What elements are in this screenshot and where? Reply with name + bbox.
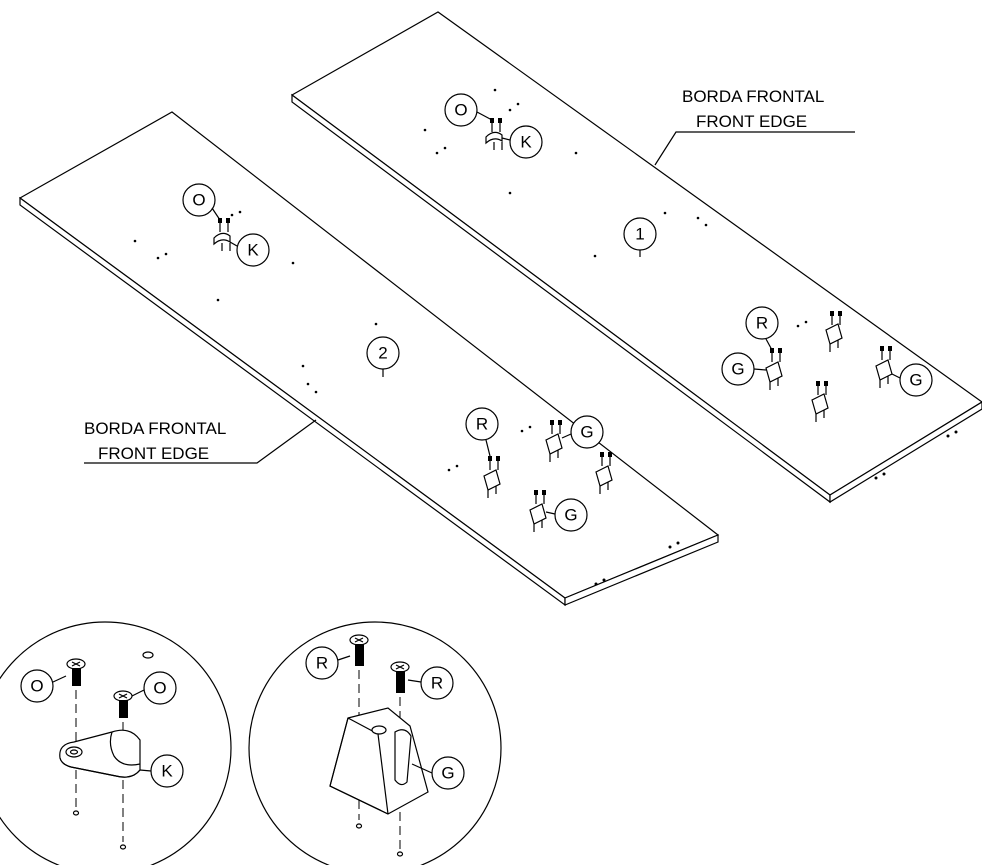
svg-text:K: K — [247, 241, 259, 260]
svg-text:R: R — [756, 314, 768, 333]
svg-text:R: R — [476, 415, 488, 434]
svg-text:R: R — [316, 654, 328, 673]
panel-1 — [290, 11, 982, 504]
svg-text:G: G — [580, 423, 593, 442]
callout-panel-2-o: O — [182, 183, 221, 221]
svg-text:FRONT EDGE: FRONT EDGE — [696, 112, 807, 131]
svg-text:K: K — [520, 133, 532, 152]
callout-panel-2-g-upper: G — [561, 415, 604, 449]
svg-text:G: G — [731, 360, 744, 379]
callout-panel-1-r: R — [745, 306, 779, 351]
svg-text:O: O — [192, 191, 205, 210]
panel-2-holes — [133, 210, 532, 472]
callout-panel-1-g-right: G — [891, 363, 933, 397]
panel-2-g-block-b — [483, 456, 501, 498]
svg-text:BORDA FRONTAL: BORDA FRONTAL — [84, 419, 226, 438]
detail-k-bracket: O O K — [0, 621, 232, 865]
panel-2-number: 2 — [378, 344, 387, 363]
callout-panel-1-k: K — [501, 125, 543, 159]
detail-screw-o-1 — [66, 658, 86, 748]
svg-text:BORDA FRONTAL: BORDA FRONTAL — [682, 87, 824, 106]
callout-panel-2-r: R — [465, 407, 499, 457]
svg-text:G: G — [909, 371, 922, 390]
svg-text:G: G — [564, 506, 577, 525]
svg-text:R: R — [431, 674, 443, 693]
callout-panel-1-o: O — [444, 93, 493, 127]
detail-g-block: R R G — [248, 621, 502, 865]
front-edge-label-left: BORDA FRONTAL FRONT EDGE — [84, 419, 317, 464]
detail-k-bracket-part — [59, 729, 141, 778]
panel-2-g-block-a — [545, 420, 563, 462]
panel-2-g-block-d — [529, 490, 547, 532]
panel-2-g-block-c — [595, 452, 613, 494]
callout-panel-2-k: K — [229, 233, 270, 267]
callout-panel-2-number: 2 — [366, 336, 400, 377]
svg-text:G: G — [441, 764, 454, 783]
panel-1-g-block-a — [825, 311, 843, 352]
panel-1-k-bracket — [485, 118, 503, 150]
svg-text:O: O — [153, 679, 166, 698]
svg-text:O: O — [454, 101, 467, 120]
callout-panel-1-number: 1 — [623, 217, 657, 257]
panel-1-number: 1 — [635, 225, 644, 244]
svg-text:K: K — [161, 762, 173, 781]
svg-text:O: O — [30, 677, 43, 696]
front-edge-label-right: BORDA FRONTAL FRONT EDGE — [654, 87, 855, 166]
detail-screw-r-1 — [349, 634, 369, 724]
callout-panel-2-g-lower: G — [545, 498, 588, 532]
panel-1-g-block-b — [765, 348, 783, 390]
callout-panel-1-g-left: G — [721, 352, 767, 386]
panel-1-g-block-d — [811, 381, 829, 422]
panel-1-holes — [423, 88, 808, 372]
svg-text:FRONT EDGE: FRONT EDGE — [98, 444, 209, 463]
detail-g-block-part — [329, 707, 429, 815]
